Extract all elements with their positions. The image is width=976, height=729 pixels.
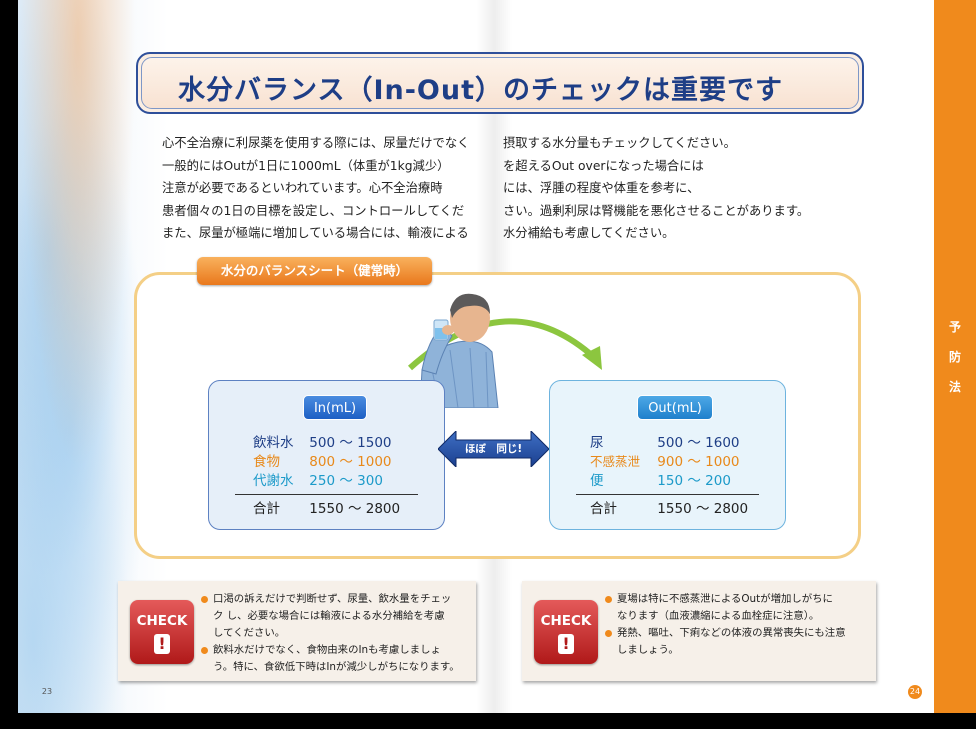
out-total-label: 合計 (590, 501, 617, 517)
out-row: 便 150 ～ 200 (590, 469, 731, 489)
check-text-right: 夏場は特に不感蒸泄によるOutが増加しがちに なります（血液濃縮による血栓症に注… (604, 591, 846, 659)
divider (576, 494, 759, 495)
in-row-value: 250 ～ 300 (309, 473, 383, 489)
arrow-label-text: ほぼ 同じ! (464, 443, 523, 455)
title-banner: 水分バランス（In-Out）のチェックは重要です (136, 52, 864, 114)
intro-line: 注意が必要であるといわれています。心不全治療時 (162, 181, 443, 195)
check-line: ク し、必要な場合には輸液による水分補給を考慮 (213, 610, 445, 622)
check-line: なります（血液濃縮による血栓症に注意）。 (617, 610, 820, 622)
check-text-left: 口渇の訴えだけで判断せず、尿量、飲水量をチェッ ク し、必要な場合には輸液による… (200, 591, 460, 676)
check-line: 口渇の訴えだけで判断せず、尿量、飲水量をチェッ (213, 593, 452, 605)
check-badge-text: CHECK (540, 613, 592, 629)
check-line: しましょう。 (617, 644, 679, 656)
out-row-label: 便 (590, 473, 604, 489)
intro-line: 一般的にはOutが1日に1000mL（体重が1kg減少） (162, 158, 450, 173)
out-row-value: 500 ～ 1600 (657, 435, 740, 451)
out-row-label: 不感蒸泄 (590, 454, 641, 469)
side-tab-char: 予 (948, 320, 961, 334)
intro-line: 摂取する水分量もチェックしてください。 (503, 136, 736, 150)
out-row: 不感蒸泄 900 ～ 1000 (590, 450, 740, 470)
side-tab-char: 防 (948, 350, 961, 364)
check-line: 発熱、嘔吐、下痢などの体液の異常喪失にも注意 (617, 627, 846, 639)
in-row-value: 500 ～ 1500 (309, 435, 392, 451)
check-item: 口渇の訴えだけで判断せず、尿量、飲水量をチェッ ク し、必要な場合には輸液による… (200, 591, 460, 642)
in-total-row: 合計 1550 ～ 2800 (253, 497, 400, 517)
intro-line: また、尿量が極端に増加している場合には、輸液による (162, 226, 469, 240)
intro-line: 水分補給も考慮してください。 (503, 226, 675, 240)
check-line: 夏場は特に不感蒸泄によるOutが増加しがちに (617, 593, 833, 605)
in-row-label: 食物 (253, 454, 280, 470)
out-row-label: 尿 (590, 435, 604, 451)
in-total-label: 合計 (253, 501, 280, 517)
out-total-row: 合計 1550 ～ 2800 (590, 497, 748, 517)
in-total-value: 1550 ～ 2800 (309, 501, 401, 517)
in-row-label: 代謝水 (253, 473, 294, 489)
side-tab-prevention: 予 防 法 (934, 0, 976, 713)
in-row: 飲料水 500 ～ 1500 (253, 431, 392, 451)
page-number-right: 24 (908, 685, 922, 699)
out-row: 尿 500 ～ 1600 (590, 431, 740, 451)
out-row-value: 900 ～ 1000 (657, 454, 740, 470)
in-header: In(mL) (303, 395, 367, 420)
exclamation-icon: ! (154, 634, 170, 654)
out-card: Out(mL) 尿 500 ～ 1600 不感蒸泄 900 ～ 1000 便 1… (549, 380, 786, 530)
page-title: 水分バランス（In-Out）のチェックは重要です (178, 75, 784, 106)
divider (235, 494, 418, 495)
intro-paragraph-right: 摂取する水分量もチェックしてください。 を超えるOut overになった場合には… (503, 132, 809, 245)
intro-line: を超えるOut overになった場合には (503, 158, 704, 173)
intro-line: 患者個々の1日の目標を設定し、コントロールしてくだ (162, 203, 465, 218)
in-row: 食物 800 ～ 1000 (253, 450, 392, 470)
in-card: In(mL) 飲料水 500 ～ 1500 食物 800 ～ 1000 代謝水 … (208, 380, 445, 530)
check-item: 発熱、嘔吐、下痢などの体液の異常喪失にも注意 しましょう。 (604, 625, 846, 659)
out-total-value: 1550 ～ 2800 (657, 501, 749, 517)
intro-line: 心不全治療に利尿薬を使用する際には、尿量だけでなく (162, 136, 470, 150)
check-line: う。特に、食欲低下時はInが減少しがちになります。 (213, 661, 460, 673)
intro-line: には、浮腫の程度や体重を参考に、 (503, 181, 700, 195)
double-arrow: ほぼ 同じ! (438, 431, 549, 467)
out-header: Out(mL) (637, 395, 713, 420)
in-row-value: 800 ～ 1000 (309, 454, 392, 470)
intro-paragraph-left: 心不全治療に利尿薬を使用する際には、尿量だけでなく 一般的にはOutが1日に10… (162, 132, 469, 245)
exclamation-icon: ! (558, 634, 574, 654)
check-item: 夏場は特に不感蒸泄によるOutが増加しがちに なります（血液濃縮による血栓症に注… (604, 591, 846, 625)
balance-sheet-label: 水分のバランスシート（健常時） (197, 257, 432, 285)
in-row-label: 飲料水 (253, 435, 294, 451)
check-line: 飲料水だけでなく、食物由来のInも考慮しましょ (213, 644, 441, 656)
side-tab-char: 法 (948, 380, 961, 394)
page-number-left: 23 (41, 687, 53, 696)
document-spread: 予 防 法 水分バランス（In-Out）のチェックは重要です 心不全治療に利尿薬… (18, 0, 976, 713)
out-row-value: 150 ～ 200 (657, 473, 731, 489)
check-line: してください。 (213, 627, 286, 639)
check-item: 飲料水だけでなく、食物由来のInも考慮しましょ う。特に、食欲低下時はInが減少… (200, 642, 460, 676)
intro-line: さい。過剰利尿は腎機能を悪化させることがあります。 (503, 203, 810, 218)
check-badge-text: CHECK (136, 613, 188, 629)
check-badge: CHECK ! (130, 600, 194, 664)
in-row: 代謝水 250 ～ 300 (253, 469, 383, 489)
check-badge: CHECK ! (534, 600, 598, 664)
check-box-left: CHECK ! 口渇の訴えだけで判断せず、尿量、飲水量をチェッ ク し、必要な場… (118, 581, 476, 681)
check-box-right: CHECK ! 夏場は特に不感蒸泄によるOutが増加しがちに なります（血液濃縮… (522, 581, 876, 681)
